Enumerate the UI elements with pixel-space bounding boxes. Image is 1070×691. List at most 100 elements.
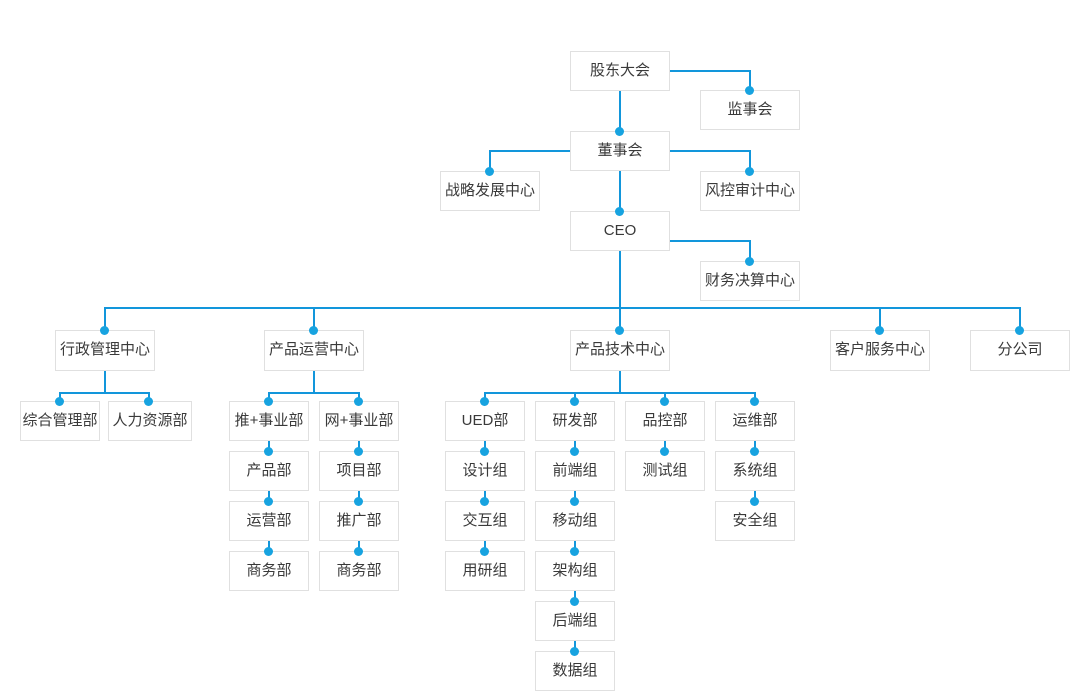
edge-shareholders-supervisors-v: [749, 70, 751, 92]
dot-board: [615, 127, 624, 136]
dot-system-group: [750, 447, 759, 456]
dot-project-dept: [354, 447, 363, 456]
node-supervisors[interactable]: 监事会: [700, 90, 800, 130]
dot-data-group: [570, 647, 579, 656]
dot-branch-company: [1015, 326, 1024, 335]
node-system-group[interactable]: 系统组: [715, 451, 795, 491]
node-hr-dept[interactable]: 人力资源部: [108, 401, 192, 441]
dot-hr-dept: [144, 397, 153, 406]
node-frontend-group[interactable]: 前端组: [535, 451, 615, 491]
node-backend-group[interactable]: 后端组: [535, 601, 615, 641]
node-security-group[interactable]: 安全组: [715, 501, 795, 541]
node-architecture-group[interactable]: 架构组: [535, 551, 615, 591]
edge-wang-project: [358, 441, 360, 452]
node-business-dept-2[interactable]: 商务部: [319, 551, 399, 591]
dot-riskaudit: [745, 167, 754, 176]
node-strategy-center[interactable]: 战略发展中心: [440, 171, 540, 211]
dot-design-group: [480, 447, 489, 456]
node-shareholders[interactable]: 股东大会: [570, 51, 670, 91]
dot-frontend-group: [570, 447, 579, 456]
node-promotion-dept[interactable]: 推广部: [319, 501, 399, 541]
node-admin-center[interactable]: 行政管理中心: [55, 330, 155, 371]
edge-tui-product: [268, 441, 270, 452]
dot-general-admin-dept: [55, 397, 64, 406]
edge-architecture-backend: [574, 591, 576, 602]
dot-operations-dept: [264, 497, 273, 506]
dot-business-dept-1: [264, 547, 273, 556]
node-finance-center[interactable]: 财务决算中心: [700, 261, 800, 301]
dot-security-group: [750, 497, 759, 506]
node-data-group[interactable]: 数据组: [535, 651, 615, 691]
node-risk-audit-center[interactable]: 风控审计中心: [700, 171, 800, 211]
dot-customer-service-center: [875, 326, 884, 335]
edge-prodtech-stem: [619, 371, 621, 393]
node-product-dept[interactable]: 产品部: [229, 451, 309, 491]
dot-interaction-group: [480, 497, 489, 506]
dot-ops-dept: [750, 397, 759, 406]
edge-ued-design: [484, 441, 486, 452]
dot-test-group: [660, 447, 669, 456]
edge-prodops-bar: [268, 392, 359, 394]
node-branch-company[interactable]: 分公司: [970, 330, 1070, 371]
dot-supervisors: [745, 86, 754, 95]
edge-mobile-architecture: [574, 541, 576, 552]
edge-prodtech-bar: [484, 392, 755, 394]
node-board[interactable]: 董事会: [570, 131, 670, 171]
drop-admin-center: [104, 307, 106, 332]
drop-customer-service-center: [879, 307, 881, 332]
node-customer-service-center[interactable]: 客户服务中心: [830, 330, 930, 371]
edge-backend-data: [574, 641, 576, 652]
dot-tui-bu: [264, 397, 273, 406]
node-interaction-group[interactable]: 交互组: [445, 501, 525, 541]
edge-ops-system: [754, 441, 756, 452]
dot-promotion-dept: [354, 497, 363, 506]
node-wang-bu[interactable]: 网+事业部: [319, 401, 399, 441]
edge-board-strategy-v: [489, 150, 491, 173]
edge-admin-stem: [104, 371, 106, 393]
node-product-ops-center[interactable]: 产品运营中心: [264, 330, 364, 371]
dot-business-dept-2: [354, 547, 363, 556]
node-ued-dept[interactable]: UED部: [445, 401, 525, 441]
node-design-group[interactable]: 设计组: [445, 451, 525, 491]
node-business-dept-1[interactable]: 商务部: [229, 551, 309, 591]
edge-product-operations: [268, 491, 270, 502]
node-tui-bu[interactable]: 推+事业部: [229, 401, 309, 441]
node-rd-dept[interactable]: 研发部: [535, 401, 615, 441]
edge-ceo-to-bus: [619, 251, 621, 332]
edge-design-interaction: [484, 491, 486, 502]
edge-frontend-mobile: [574, 491, 576, 502]
dot-wang-bu: [354, 397, 363, 406]
node-test-group[interactable]: 测试组: [625, 451, 705, 491]
node-operations-dept[interactable]: 运营部: [229, 501, 309, 541]
node-user-research-group[interactable]: 用研组: [445, 551, 525, 591]
dot-user-research-group: [480, 547, 489, 556]
dot-admin-center: [100, 326, 109, 335]
edge-operations-business1: [268, 541, 270, 552]
drop-branch-company: [1019, 307, 1021, 332]
dot-product-ops-center: [309, 326, 318, 335]
dot-product-tech-center: [615, 326, 624, 335]
edge-board-ceo: [619, 171, 621, 213]
edge-shareholders-supervisors-h: [670, 70, 751, 72]
edge-shareholders-board: [619, 91, 621, 133]
node-project-dept[interactable]: 项目部: [319, 451, 399, 491]
dot-backend-group: [570, 597, 579, 606]
edge-rd-frontend: [574, 441, 576, 452]
node-qa-dept[interactable]: 品控部: [625, 401, 705, 441]
dot-rd-dept: [570, 397, 579, 406]
dot-architecture-group: [570, 547, 579, 556]
node-ops-dept[interactable]: 运维部: [715, 401, 795, 441]
dot-product-dept: [264, 447, 273, 456]
dot-ceo: [615, 207, 624, 216]
node-ceo[interactable]: CEO: [570, 211, 670, 251]
node-mobile-group[interactable]: 移动组: [535, 501, 615, 541]
edge-prodops-stem: [313, 371, 315, 393]
edge-system-security: [754, 491, 756, 502]
edge-ceo-finance-h: [670, 240, 751, 242]
node-product-tech-center[interactable]: 产品技术中心: [570, 330, 670, 371]
node-general-admin-dept[interactable]: 综合管理部: [20, 401, 100, 441]
bus-level3: [104, 307, 1021, 309]
edge-board-riskaudit-v: [749, 150, 751, 173]
edge-project-promotion: [358, 491, 360, 502]
